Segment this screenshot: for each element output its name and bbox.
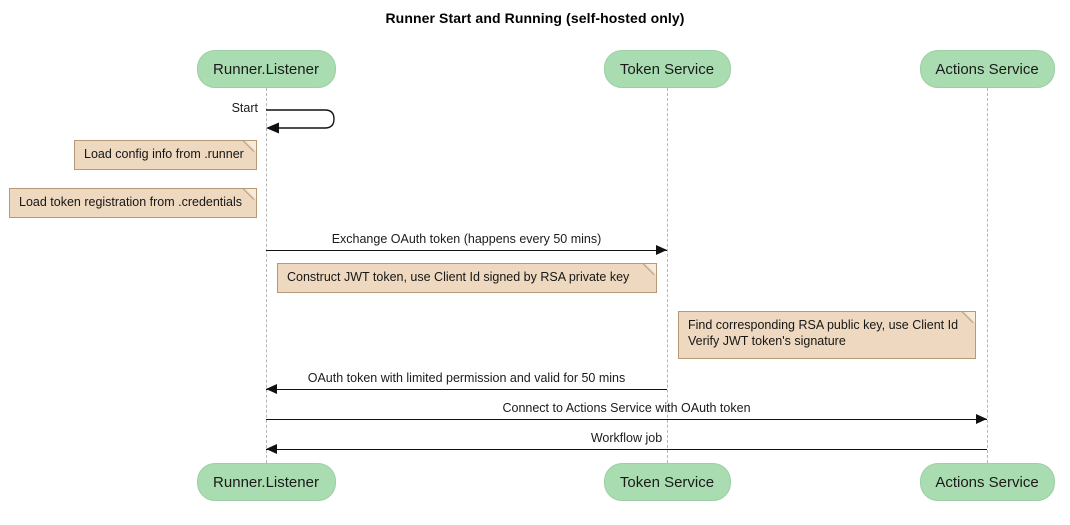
message-label-connect-actions: Connect to Actions Service with OAuth to…	[502, 401, 751, 415]
note-verify-jwt: Find corresponding RSA public key, use C…	[678, 311, 976, 359]
message-label-exchange-oauth: Exchange OAuth token (happens every 50 m…	[331, 232, 602, 246]
participant-actions-top[interactable]: Actions Service	[919, 50, 1055, 88]
participant-token-top[interactable]: Token Service	[603, 50, 731, 88]
note-fold-edge	[243, 140, 257, 154]
note-text: Construct JWT token, use Client Id signe…	[287, 270, 630, 284]
note-text: Load token registration from .credential…	[19, 195, 243, 209]
message-label-start: Start	[231, 101, 258, 115]
participant-actions-bottom[interactable]: Actions Service	[919, 463, 1055, 501]
note-text: Find corresponding RSA public key, use C…	[688, 318, 959, 348]
participant-label: Token Service	[619, 60, 715, 78]
message-line-oauth-token-return	[266, 389, 667, 390]
message-line-exchange-oauth	[266, 250, 667, 251]
message-line-connect-actions	[266, 419, 987, 420]
participant-runner-top[interactable]: Runner.Listener	[196, 50, 336, 88]
note-fold-edge	[243, 188, 257, 202]
participant-label: Runner.Listener	[213, 60, 319, 78]
note-construct-jwt: Construct JWT token, use Client Id signe…	[277, 263, 657, 293]
message-label-workflow-job: Workflow job	[590, 431, 663, 445]
participant-token-bottom[interactable]: Token Service	[603, 463, 731, 501]
lifeline-token	[667, 88, 668, 463]
lifeline-runner	[266, 88, 267, 463]
note-fold-edge	[962, 311, 976, 325]
note-text: Load config info from .runner	[84, 147, 244, 161]
arrow-head-right-icon	[976, 414, 987, 424]
arrow-head-right-icon	[656, 245, 667, 255]
self-message-start	[266, 109, 335, 134]
participant-label: Runner.Listener	[213, 473, 319, 491]
participant-label: Token Service	[619, 473, 715, 491]
participant-label: Actions Service	[935, 60, 1039, 78]
message-label-oauth-token-return: OAuth token with limited permission and …	[307, 371, 626, 385]
participant-label: Actions Service	[935, 473, 1039, 491]
note-load-token: Load token registration from .credential…	[9, 188, 257, 218]
message-line-workflow-job	[266, 449, 987, 450]
note-fold-edge	[643, 263, 657, 277]
arrow-head-left-icon	[266, 444, 277, 454]
arrow-head-left-icon	[266, 384, 277, 394]
participant-runner-bottom[interactable]: Runner.Listener	[196, 463, 336, 501]
page-title: Runner Start and Running (self-hosted on…	[385, 10, 685, 26]
lifeline-actions	[987, 88, 988, 463]
note-load-config: Load config info from .runner	[74, 140, 257, 170]
